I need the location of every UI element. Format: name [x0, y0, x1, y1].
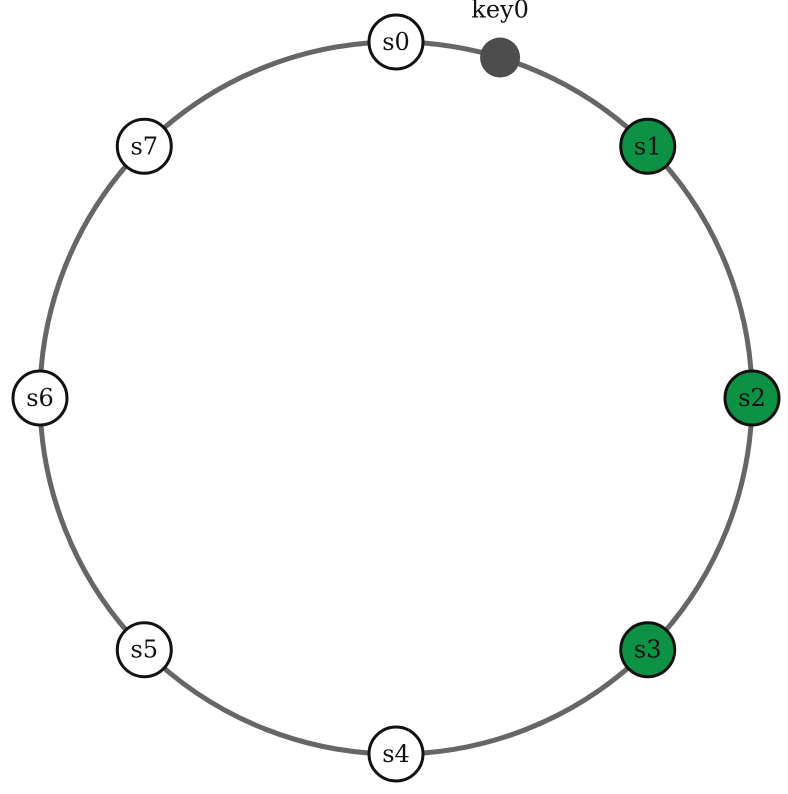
server-node-s7[interactable]: s7: [115, 117, 173, 175]
server-node-s0[interactable]: s0: [367, 13, 425, 71]
server-circle-s4[interactable]: [367, 725, 425, 783]
key-layer: key0: [471, 0, 529, 78]
server-layer: s0 s1 s2 s3 s4 s5 s6 s7: [11, 13, 781, 783]
server-circle-s3[interactable]: [619, 621, 677, 679]
server-circle-s1[interactable]: [619, 117, 677, 175]
server-circle-s6[interactable]: [11, 369, 69, 427]
server-node-s5[interactable]: s5: [115, 621, 173, 679]
server-circle-s2[interactable]: [723, 369, 781, 427]
key0-marker[interactable]: [480, 37, 521, 78]
server-node-s6[interactable]: s6: [11, 369, 69, 427]
server-node-s4[interactable]: s4: [367, 725, 425, 783]
key0-label: key0: [471, 0, 529, 24]
server-circle-s0[interactable]: [367, 13, 425, 71]
server-circle-s7[interactable]: [115, 117, 173, 175]
server-circle-s5[interactable]: [115, 621, 173, 679]
server-node-s2[interactable]: s2: [723, 369, 781, 427]
server-node-s3[interactable]: s3: [619, 621, 677, 679]
server-node-s1[interactable]: s1: [619, 117, 677, 175]
